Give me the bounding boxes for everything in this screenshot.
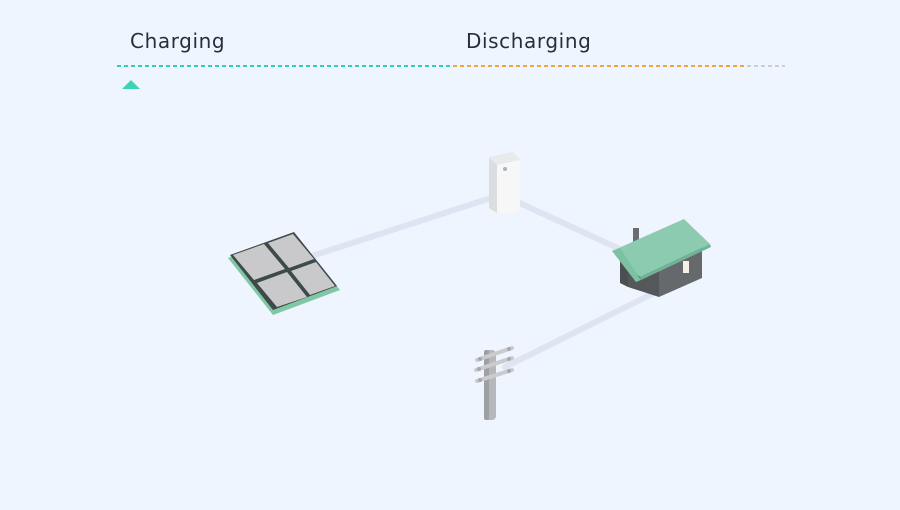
active-tab-indicator — [122, 80, 140, 89]
tab-charging[interactable]: Charging — [130, 29, 226, 53]
connectors — [309, 193, 655, 370]
connector-solar-battery — [309, 193, 500, 259]
utility-pole-icon — [474, 346, 514, 420]
connector-battery-house — [510, 197, 625, 253]
home-battery-icon — [489, 152, 521, 213]
tab-discharging[interactable]: Discharging — [466, 29, 592, 53]
mode-progress-track — [117, 65, 785, 67]
connector-house-pole — [502, 291, 655, 370]
solar-panel-icon — [228, 232, 340, 315]
mode-tabs: Charging Discharging — [0, 0, 900, 100]
house-icon — [612, 219, 711, 297]
